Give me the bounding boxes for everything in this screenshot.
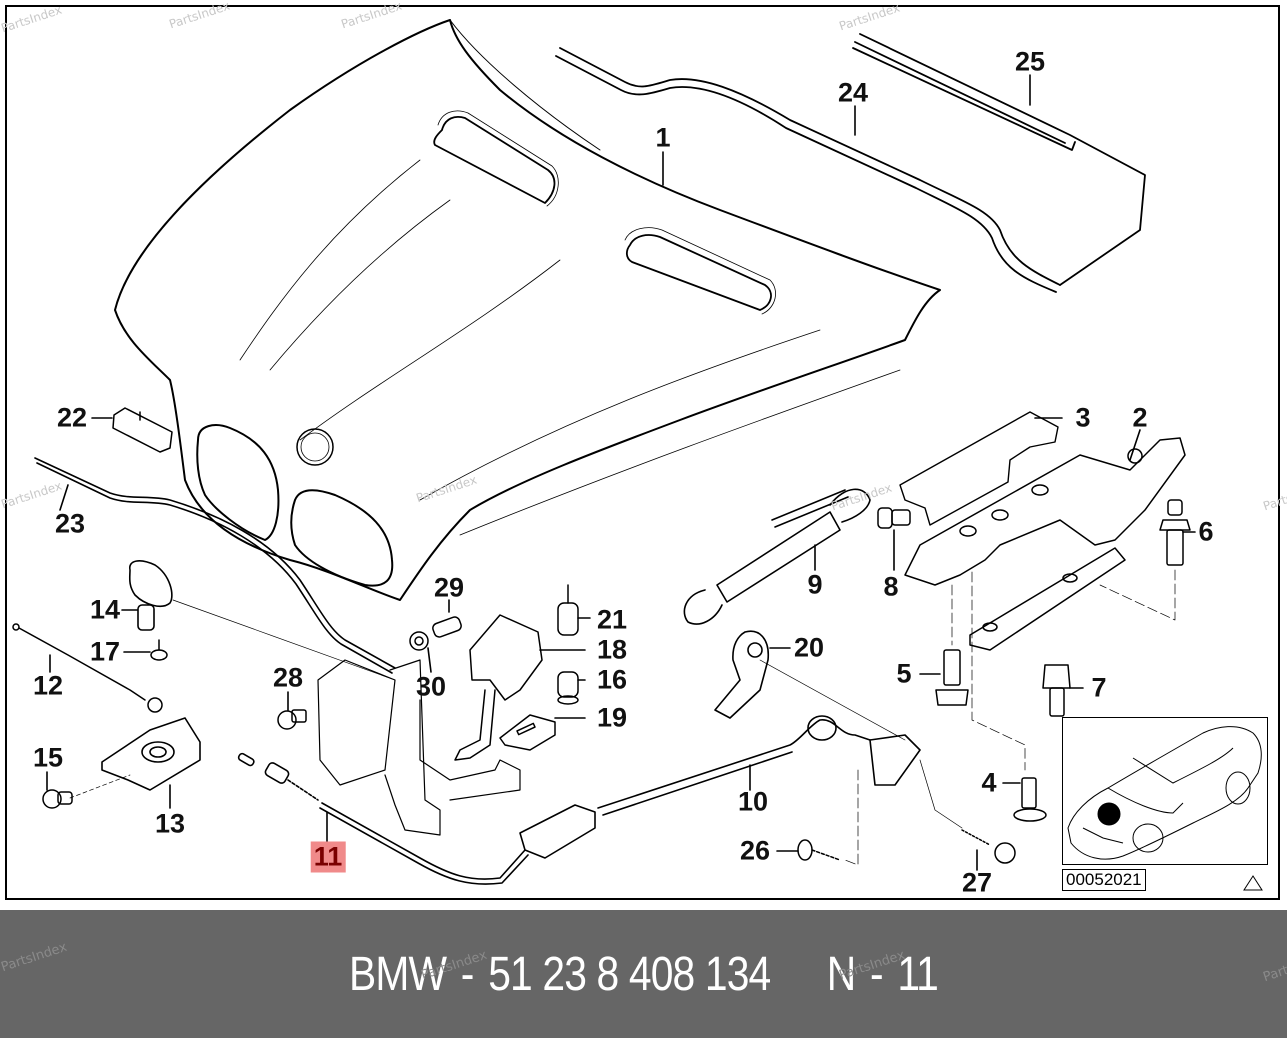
warning-triangle-icon [1243, 875, 1263, 891]
callout-14[interactable]: 14 [89, 594, 121, 625]
callout-6[interactable]: 6 [1198, 516, 1214, 547]
callout-27[interactable]: 27 [961, 867, 993, 898]
part-22-clip [112, 407, 173, 453]
exploded-parts-drawing [12, 19, 1196, 885]
callout-15[interactable]: 15 [32, 742, 64, 773]
part-number: 51 23 8 408 134 [488, 947, 771, 1001]
hood-vent-left [433, 110, 559, 207]
vehicle-locator-inset [1062, 717, 1268, 865]
callout-8[interactable]: 8 [883, 571, 899, 602]
callout-30[interactable]: 30 [415, 671, 447, 702]
car-outline-icon [1067, 726, 1262, 860]
part-29-bolt [432, 616, 462, 638]
part-14-lock [128, 560, 173, 631]
hood-vent-right [624, 227, 776, 315]
callout-16[interactable]: 16 [596, 664, 628, 695]
part-5-bolt [935, 584, 969, 706]
callout-4[interactable]: 4 [981, 767, 997, 798]
part-8-stud [877, 507, 911, 529]
part-20-handle [714, 630, 906, 741]
callout-22[interactable]: 22 [56, 402, 88, 433]
part-27-screw [919, 759, 1016, 864]
part-16-buffer [557, 671, 579, 705]
position-prefix: N [826, 947, 856, 1001]
part-10-cable [597, 715, 921, 816]
brand-label: BMW [348, 947, 447, 1001]
diagram-reference-code: 00052021 [1062, 869, 1146, 891]
callout-12[interactable]: 12 [32, 670, 64, 701]
callout-29[interactable]: 29 [433, 572, 465, 603]
callout-21[interactable]: 21 [596, 604, 628, 635]
part-6-stud [1099, 499, 1191, 621]
separator: - [460, 947, 475, 1001]
callout-5[interactable]: 5 [896, 658, 912, 689]
part-3-plate [899, 411, 1059, 526]
part-21-buffer [557, 584, 579, 636]
position-number: 11 [897, 947, 939, 1001]
part-18-release-lever [454, 614, 543, 761]
callout-26[interactable]: 26 [739, 835, 771, 866]
part-9-gas-strut [683, 488, 871, 625]
watermark: PartsIndex [1261, 949, 1287, 986]
part-7-bolt [1042, 664, 1071, 717]
callout-17[interactable]: 17 [89, 636, 121, 667]
callout-20[interactable]: 20 [793, 632, 825, 663]
leader-lines [46, 74, 1196, 871]
part-30-nut [409, 631, 429, 651]
seal-strip-25 [852, 33, 1146, 286]
kidney-grille [196, 424, 394, 587]
callout-24[interactable]: 24 [837, 77, 869, 108]
callout-10[interactable]: 10 [737, 786, 769, 817]
watermark: PartsIndex [0, 939, 69, 976]
part-28-bolt [277, 709, 307, 730]
part-caption: BMW - 51 23 8 408 134 N - 11 [97, 910, 1191, 1038]
part-11-release-cable [237, 752, 596, 885]
part-2-hinge [904, 437, 1186, 651]
hood-panel [114, 19, 941, 601]
callout-28[interactable]: 28 [272, 662, 304, 693]
callout-2[interactable]: 2 [1132, 402, 1148, 433]
callout-18[interactable]: 18 [596, 634, 628, 665]
location-marker [1097, 802, 1121, 826]
bmw-roundel [296, 428, 334, 466]
callout-9[interactable]: 9 [807, 569, 823, 600]
part-4-bolt [971, 571, 1047, 822]
callout-1[interactable]: 1 [655, 122, 671, 153]
part-caption-bar: BMW - 51 23 8 408 134 N - 11 PartsIndex … [0, 910, 1287, 1038]
cable-23 [34, 457, 396, 674]
part-15-screw [42, 774, 131, 809]
part-19-plate [499, 714, 556, 751]
seal-strip-24 [555, 47, 1061, 293]
callout-19[interactable]: 19 [596, 702, 628, 733]
callout-3[interactable]: 3 [1075, 402, 1091, 433]
part-26-screw [797, 769, 859, 866]
front-carrier-bracket [172, 599, 521, 836]
separator: - [869, 947, 884, 1001]
callout-13[interactable]: 13 [154, 808, 186, 839]
part-13-latch [101, 717, 201, 791]
callout-7[interactable]: 7 [1091, 672, 1107, 703]
callout-25[interactable]: 25 [1014, 46, 1046, 77]
part-17-screw [150, 639, 168, 661]
part-12-rod [12, 623, 163, 713]
callout-23[interactable]: 23 [54, 508, 86, 539]
callout-11-highlighted[interactable]: 11 [310, 841, 346, 873]
